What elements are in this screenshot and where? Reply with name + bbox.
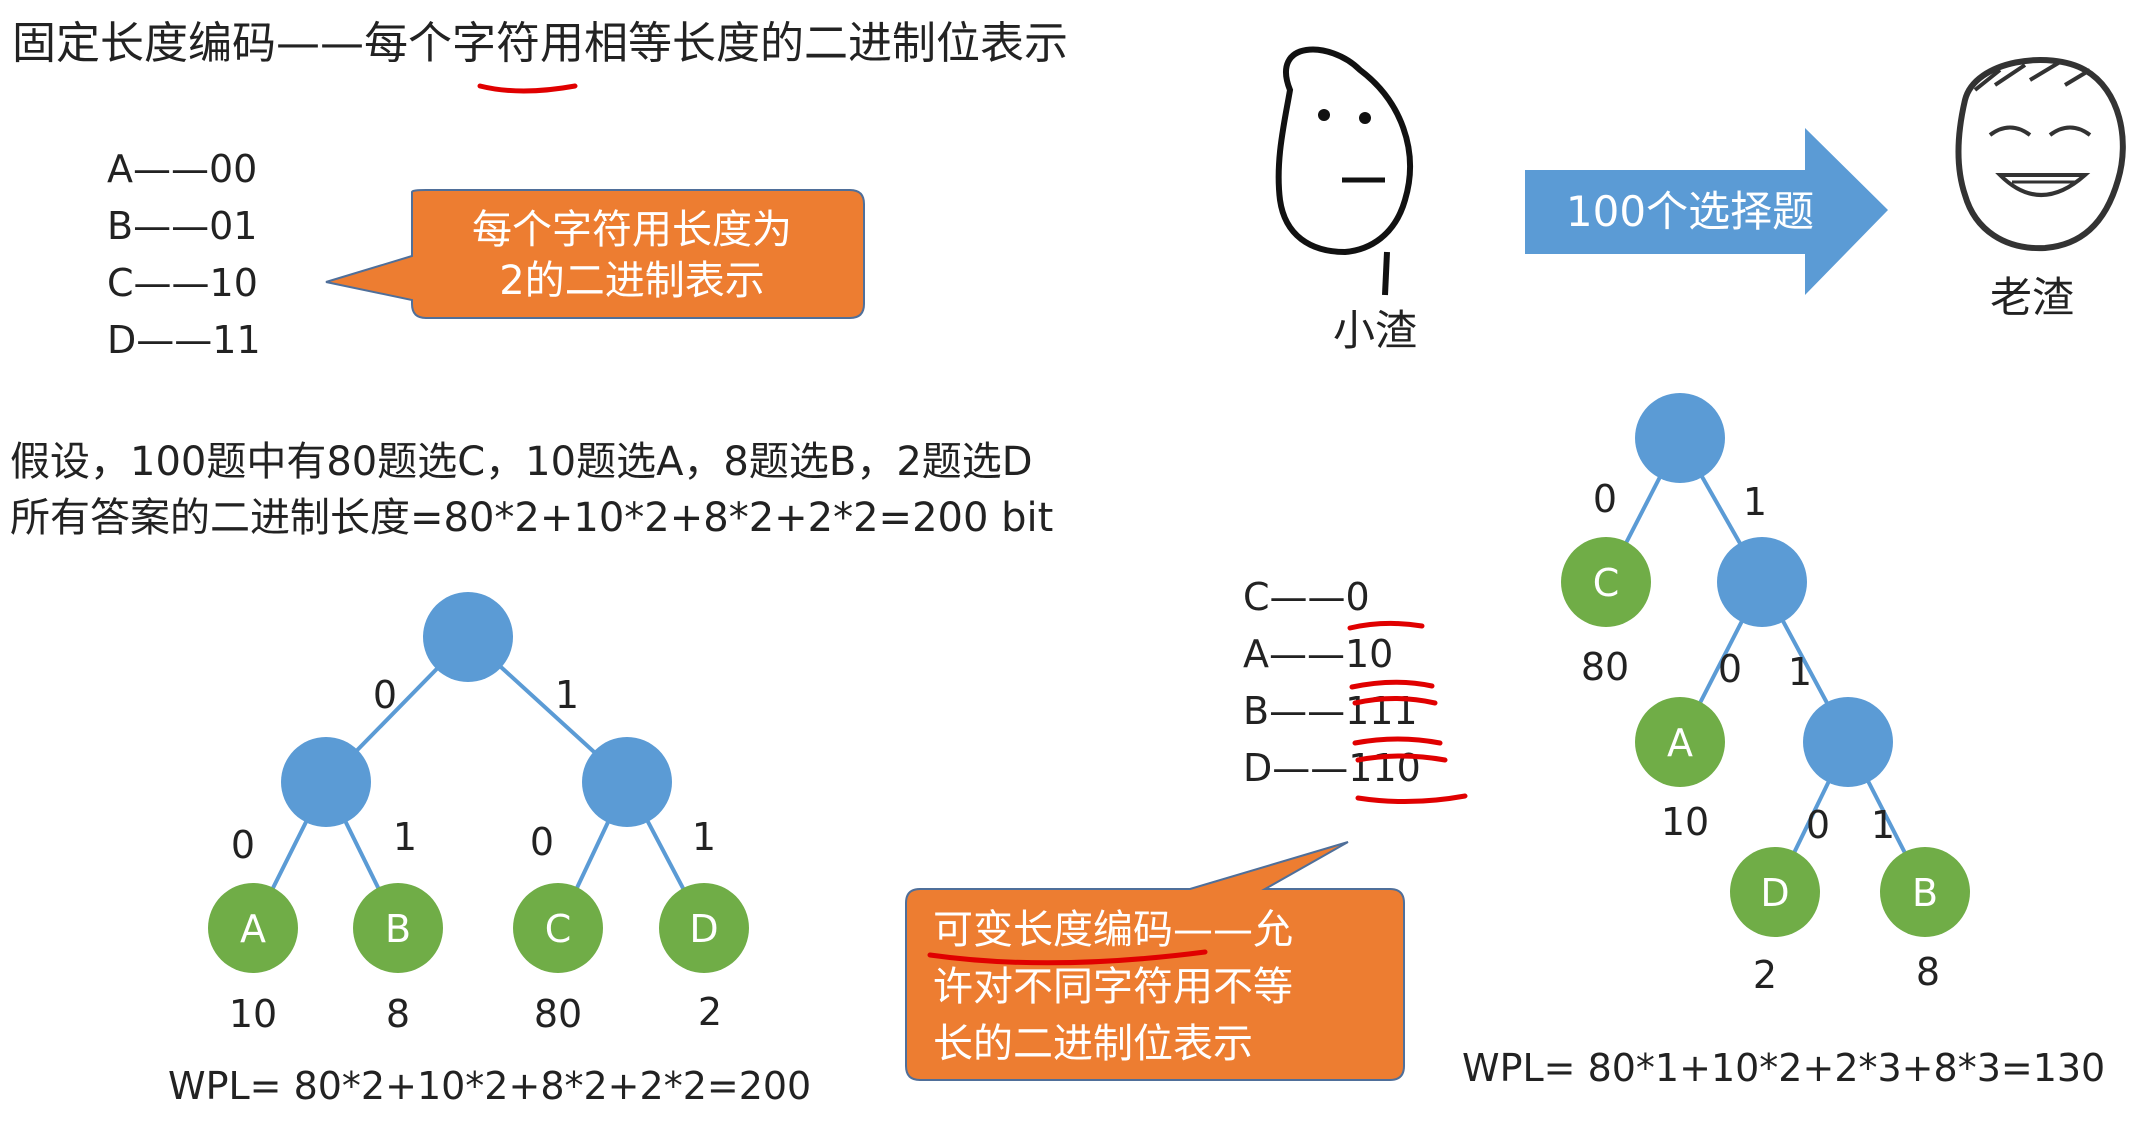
edge-label: 0 — [1718, 647, 1742, 691]
var-code-c: C——0 — [1243, 575, 1370, 619]
meme-face-right — [1955, 57, 2126, 252]
fixed-code-a: A——00 — [107, 147, 257, 191]
edge-label: 0 — [1806, 803, 1830, 847]
leaf-weight: 8 — [1916, 950, 1940, 994]
tree-node — [1635, 393, 1725, 483]
leaf-node-c — [1561, 537, 1651, 627]
leaf-node-a — [1635, 697, 1725, 787]
arrow-label: 100个选择题 — [1566, 187, 1814, 236]
tree-node — [582, 737, 672, 827]
laughing-face-hair — [1973, 60, 2092, 92]
red-underline-b — [1352, 736, 1443, 746]
fixed-code-d: D——11 — [107, 318, 261, 362]
leaf-weight: 10 — [229, 992, 277, 1036]
leaf-weight: 2 — [1753, 953, 1777, 997]
callout-fixed-bubble — [325, 189, 865, 319]
leaf-node-c — [513, 883, 603, 973]
leaf-label: C — [1593, 561, 1620, 605]
fixed-wpl: WPL= 80*2+10*2+8*2+2*2=200 — [168, 1064, 811, 1108]
laughing-face-eye-left — [1988, 125, 2032, 137]
red-overline-b — [1352, 696, 1438, 706]
edge-label: 0 — [1593, 477, 1617, 521]
meme-face-left — [1275, 46, 1413, 296]
assumption-line-2: 所有答案的二进制长度=80*2+10*2+8*2+2*2=200 bit — [10, 495, 1053, 541]
fixed-code-b: B——01 — [107, 204, 257, 248]
callout-var: 可变长度编码——允 许对不同字符用不等 长的二进制位表示 — [905, 841, 1405, 1081]
title-text: 固定长度编码——每个字符用相等长度的二进制位表示 — [12, 18, 1068, 69]
callout-var-bubble — [905, 841, 1405, 1081]
callout-var-line-2: 许对不同字符用不等 — [933, 964, 1293, 1010]
leaf-node-d — [659, 883, 749, 973]
edge-label: 1 — [692, 815, 716, 859]
laughing-face-eye-right — [2048, 125, 2092, 137]
story-arrow: 100个选择题 — [1525, 128, 1888, 295]
laughing-face-mouth — [1995, 173, 2091, 197]
leaf-label: D — [1760, 871, 1789, 915]
edge-label: 0 — [373, 673, 397, 717]
tree-node — [423, 592, 513, 682]
big-arrow-shape — [1525, 128, 1888, 295]
callout-var-line-3: 长的二进制位表示 — [933, 1021, 1253, 1067]
tree-node — [1803, 697, 1893, 787]
edge-label: 0 — [231, 823, 255, 867]
edge-label: 1 — [393, 815, 417, 859]
tree-node — [281, 737, 371, 827]
edge-label: 1 — [555, 673, 579, 717]
var-wpl: WPL= 80*1+10*2+2*3+8*3=130 — [1462, 1046, 2105, 1090]
leaf-node-b — [353, 883, 443, 973]
face-eye-left — [1318, 109, 1330, 121]
callout-fixed-line-1: 每个字符用长度为 — [472, 207, 792, 253]
title-red-underline — [477, 83, 578, 94]
leaf-node-b — [1880, 847, 1970, 937]
callout-var-red-underline — [927, 949, 1208, 966]
leaf-label: A — [240, 907, 266, 951]
leaf-label: B — [1912, 871, 1938, 915]
edge-label: 1 — [1871, 803, 1895, 847]
left-name: 小渣 — [1333, 306, 1417, 355]
red-underline-d — [1355, 793, 1468, 805]
red-underline-c — [1347, 620, 1425, 631]
right-name: 老渣 — [1990, 273, 2074, 322]
callout-fixed: 每个字符用长度为 2的二进制表示 — [325, 189, 865, 319]
leaf-weight: 8 — [386, 992, 410, 1036]
callout-var-line-1: 可变长度编码——允 — [933, 907, 1293, 953]
var-code-red-marks — [1347, 620, 1468, 805]
leaf-node-d — [1730, 847, 1820, 937]
leaf-weight: 80 — [534, 992, 582, 1036]
leaf-label: B — [385, 907, 411, 951]
face-outline — [1275, 46, 1413, 256]
tree-node — [1717, 537, 1807, 627]
face-eye-right — [1359, 112, 1371, 124]
var-code-a: A——10 — [1243, 632, 1393, 676]
leaf-node-a — [208, 883, 298, 973]
leaf-weight: 2 — [698, 990, 722, 1034]
laughing-face-outline — [1955, 57, 2126, 252]
edge-label: 1 — [1743, 480, 1767, 524]
leaf-label: C — [545, 907, 572, 951]
callout-fixed-line-2: 2的二进制表示 — [499, 258, 764, 304]
leaf-weight: 80 — [1581, 645, 1629, 689]
leaf-weight: 10 — [1661, 800, 1709, 844]
assumption-line-1: 假设，100题中有80题选C，10题选A，8题选B，2题选D — [10, 439, 1033, 485]
face-neck — [1382, 251, 1390, 296]
fixed-code-c: C——10 — [107, 261, 258, 305]
fixed-tree: A B C D 0 1 0 1 0 1 10 8 80 2 WPL= 80*2+… — [168, 592, 811, 1108]
edge-label: 1 — [1788, 650, 1812, 694]
edge-label: 0 — [530, 820, 554, 864]
leaf-label: A — [1667, 721, 1693, 765]
var-code-d: D——110 — [1243, 746, 1421, 790]
var-code-b: B——111 — [1243, 689, 1418, 733]
red-underline-a — [1349, 679, 1435, 690]
leaf-label: D — [689, 907, 718, 951]
red-overline-d — [1355, 753, 1448, 763]
var-tree: C A D B 0 1 0 1 0 1 80 10 2 8 WPL= 80*1+… — [1462, 393, 2105, 1090]
